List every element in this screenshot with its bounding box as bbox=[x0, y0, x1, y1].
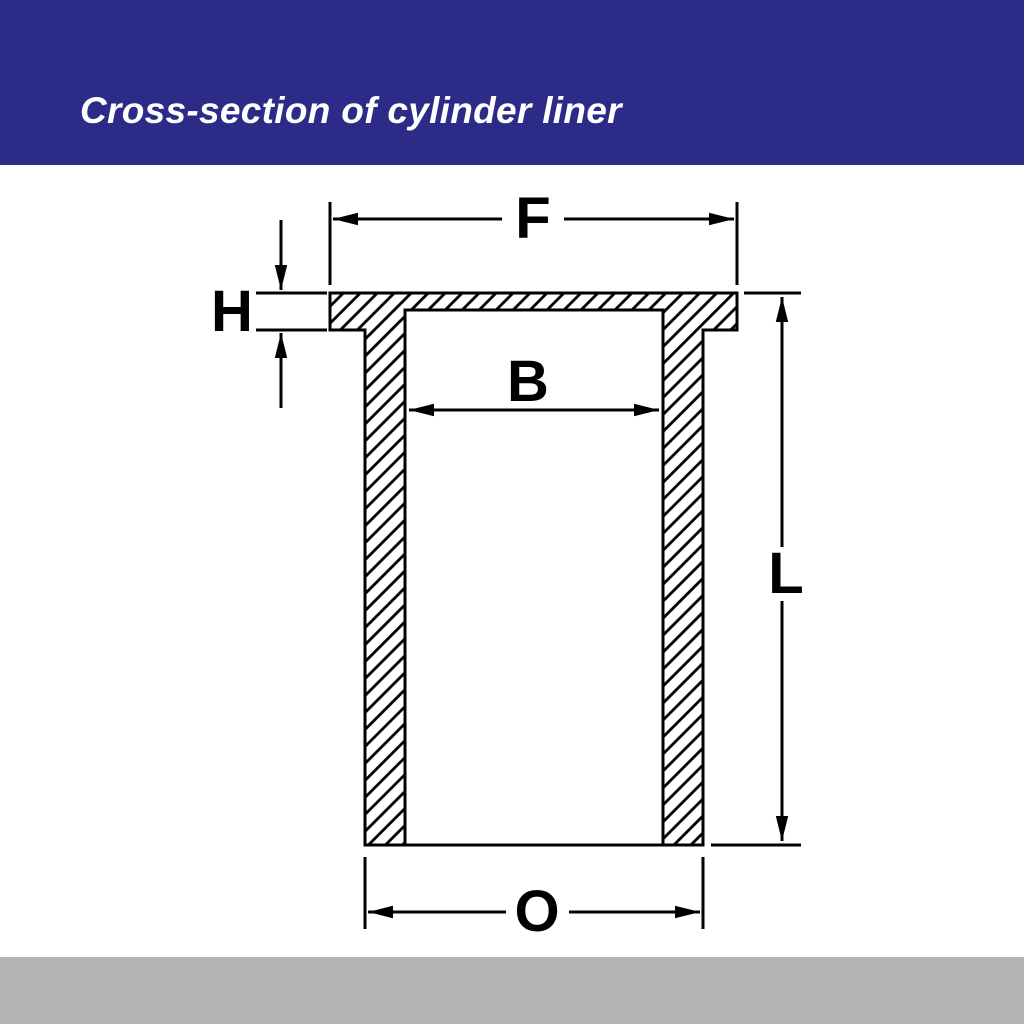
header-band: Cross-section of cylinder liner bbox=[0, 0, 1024, 165]
page-title: Cross-section of cylinder liner bbox=[80, 90, 622, 131]
dim-label-flange-height: H bbox=[211, 279, 253, 344]
dimension-bore-diameter: B bbox=[409, 349, 659, 417]
dimension-outer-diameter: O bbox=[363, 857, 705, 944]
dim-label-flange-width: F bbox=[515, 186, 550, 251]
dim-label-outer-diameter: O bbox=[514, 879, 559, 944]
dimension-flange-height: H bbox=[211, 220, 327, 408]
footer-band bbox=[0, 957, 1024, 1024]
dim-label-bore-diameter: B bbox=[507, 349, 549, 414]
dimension-total-length: L bbox=[711, 291, 804, 847]
dimension-flange-width: F bbox=[328, 186, 739, 285]
liner-cross-section bbox=[328, 291, 739, 847]
dim-label-total-length: L bbox=[768, 541, 803, 606]
